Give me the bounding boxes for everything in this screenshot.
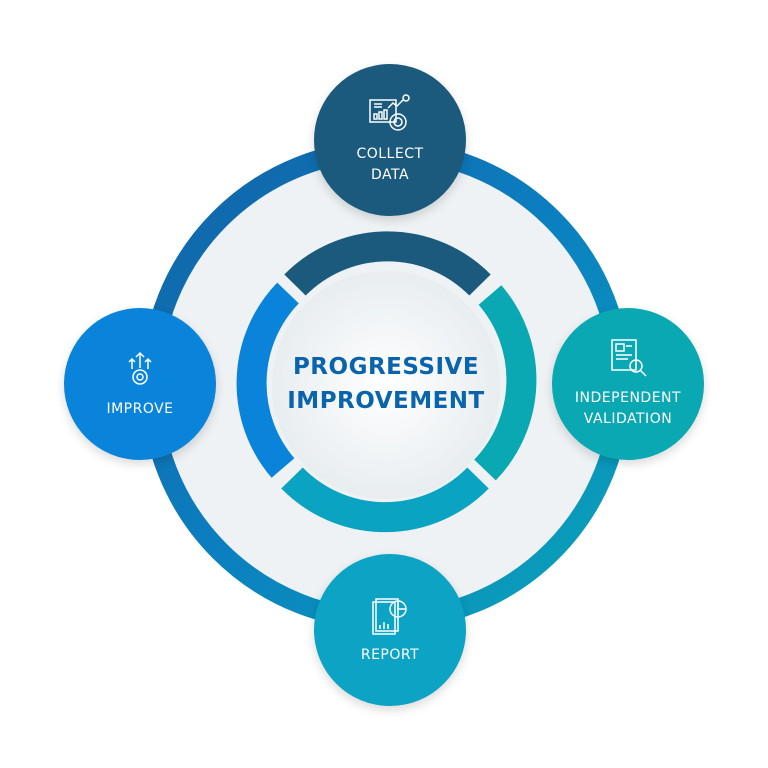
step-label-line2: VALIDATION — [583, 411, 673, 427]
step-improve[interactable]: IMPROVE — [64, 308, 216, 460]
inner-ring-segment-report — [281, 467, 489, 533]
step-label-line1: COLLECT — [356, 146, 424, 162]
center-disk — [272, 271, 500, 499]
step-independent-validation[interactable]: INDEPENDENT VALIDATION — [552, 308, 704, 460]
step-label-line1: INDEPENDENT — [574, 390, 682, 406]
inner-ring — [236, 231, 537, 533]
inner-ring-segment-validation — [473, 285, 537, 481]
inner-ring-segment-improve — [236, 282, 300, 478]
document-magnifier-icon — [611, 339, 647, 377]
step-label-line2: DATA — [370, 167, 410, 183]
inner-ring-segment-collect — [284, 231, 491, 296]
dashboard-chart-icon — [369, 94, 410, 131]
center-title: PROGRESSIVE IMPROVEMENT — [264, 350, 508, 418]
center-title-line1: PROGRESSIVE — [292, 354, 480, 380]
step-collect-data[interactable]: COLLECT DATA — [314, 64, 466, 216]
center-title-line2: IMPROVEMENT — [287, 388, 485, 414]
step-label: REPORT — [360, 646, 420, 663]
gear-arrows-icon — [128, 351, 152, 385]
step-report[interactable]: REPORT — [314, 554, 466, 706]
step-label: IMPROVE — [106, 400, 174, 417]
report-pie-chart-icon — [372, 597, 407, 635]
